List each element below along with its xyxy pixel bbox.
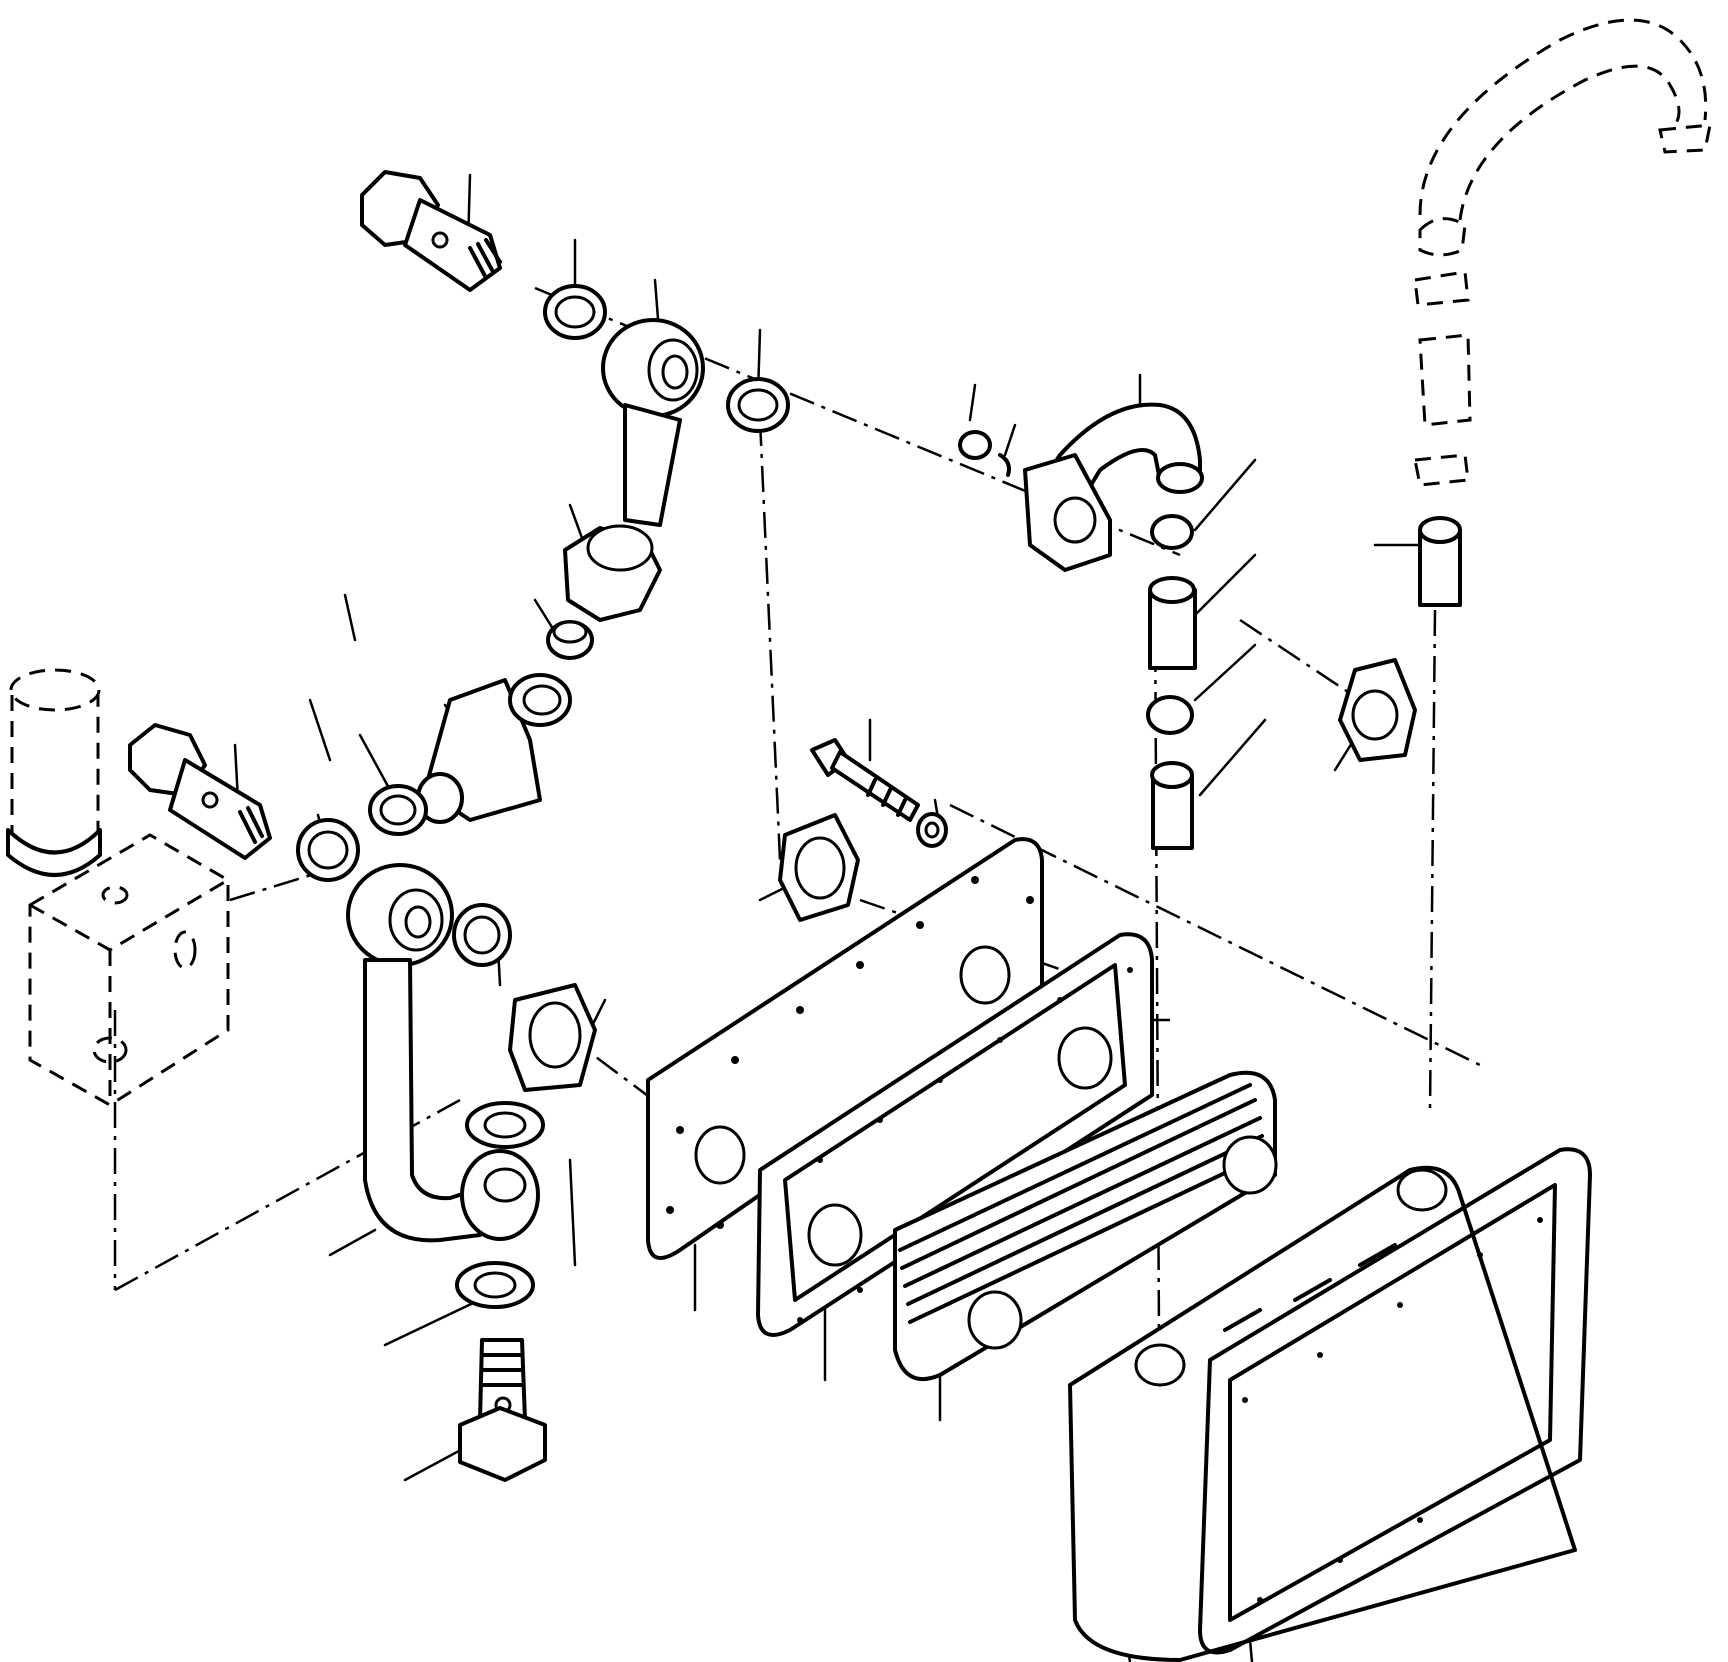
- hose-clamp-right-1: [1150, 514, 1194, 550]
- banjo-fitting-top: [601, 318, 705, 527]
- hose-clamp-right-2: [1146, 695, 1194, 735]
- banjo-bolt-top: [360, 170, 502, 292]
- flange-gasket-left: [508, 983, 597, 1092]
- sealing-washer-left-1: [296, 818, 360, 882]
- sealing-washer-lower-2: [455, 1261, 535, 1309]
- valve-block-phantom: [28, 833, 230, 1107]
- sealing-washer-lower-1: [465, 1101, 545, 1149]
- plug-fitting: [546, 620, 594, 660]
- cover-plate: [646, 837, 1044, 1260]
- sealing-washer-top-2: [726, 377, 790, 433]
- sealing-washer-left-3: [452, 903, 512, 967]
- hex-nut-fitting: [563, 524, 662, 622]
- gasket-frame: [756, 932, 1154, 1337]
- elbow-tube-right: [1023, 402, 1204, 572]
- lock-washer-center: [916, 812, 948, 848]
- tube-right: [1150, 761, 1194, 850]
- tube-right-2: [1418, 516, 1462, 607]
- hose-phantom-right: [1413, 18, 1712, 487]
- cap-screw: [810, 738, 920, 822]
- flange-gasket-center: [778, 813, 860, 922]
- filter-phantom: [6, 668, 102, 877]
- banjo-bolt-bottom: [458, 1338, 547, 1482]
- banjo-fitting-left-pipe: [346, 863, 540, 1243]
- hose-right: [1148, 576, 1197, 670]
- elbow-fitting: [416, 673, 572, 824]
- flange-gasket-right: [1338, 658, 1417, 762]
- banjo-bolt-left: [128, 723, 272, 860]
- oil-cooler-core: [893, 1070, 1278, 1381]
- cooler-housing: [1068, 1147, 1592, 1662]
- sealing-washer-top-1: [543, 284, 607, 340]
- clip-ring-right-1: [958, 430, 1011, 477]
- sealing-washer-left-2: [368, 784, 428, 836]
